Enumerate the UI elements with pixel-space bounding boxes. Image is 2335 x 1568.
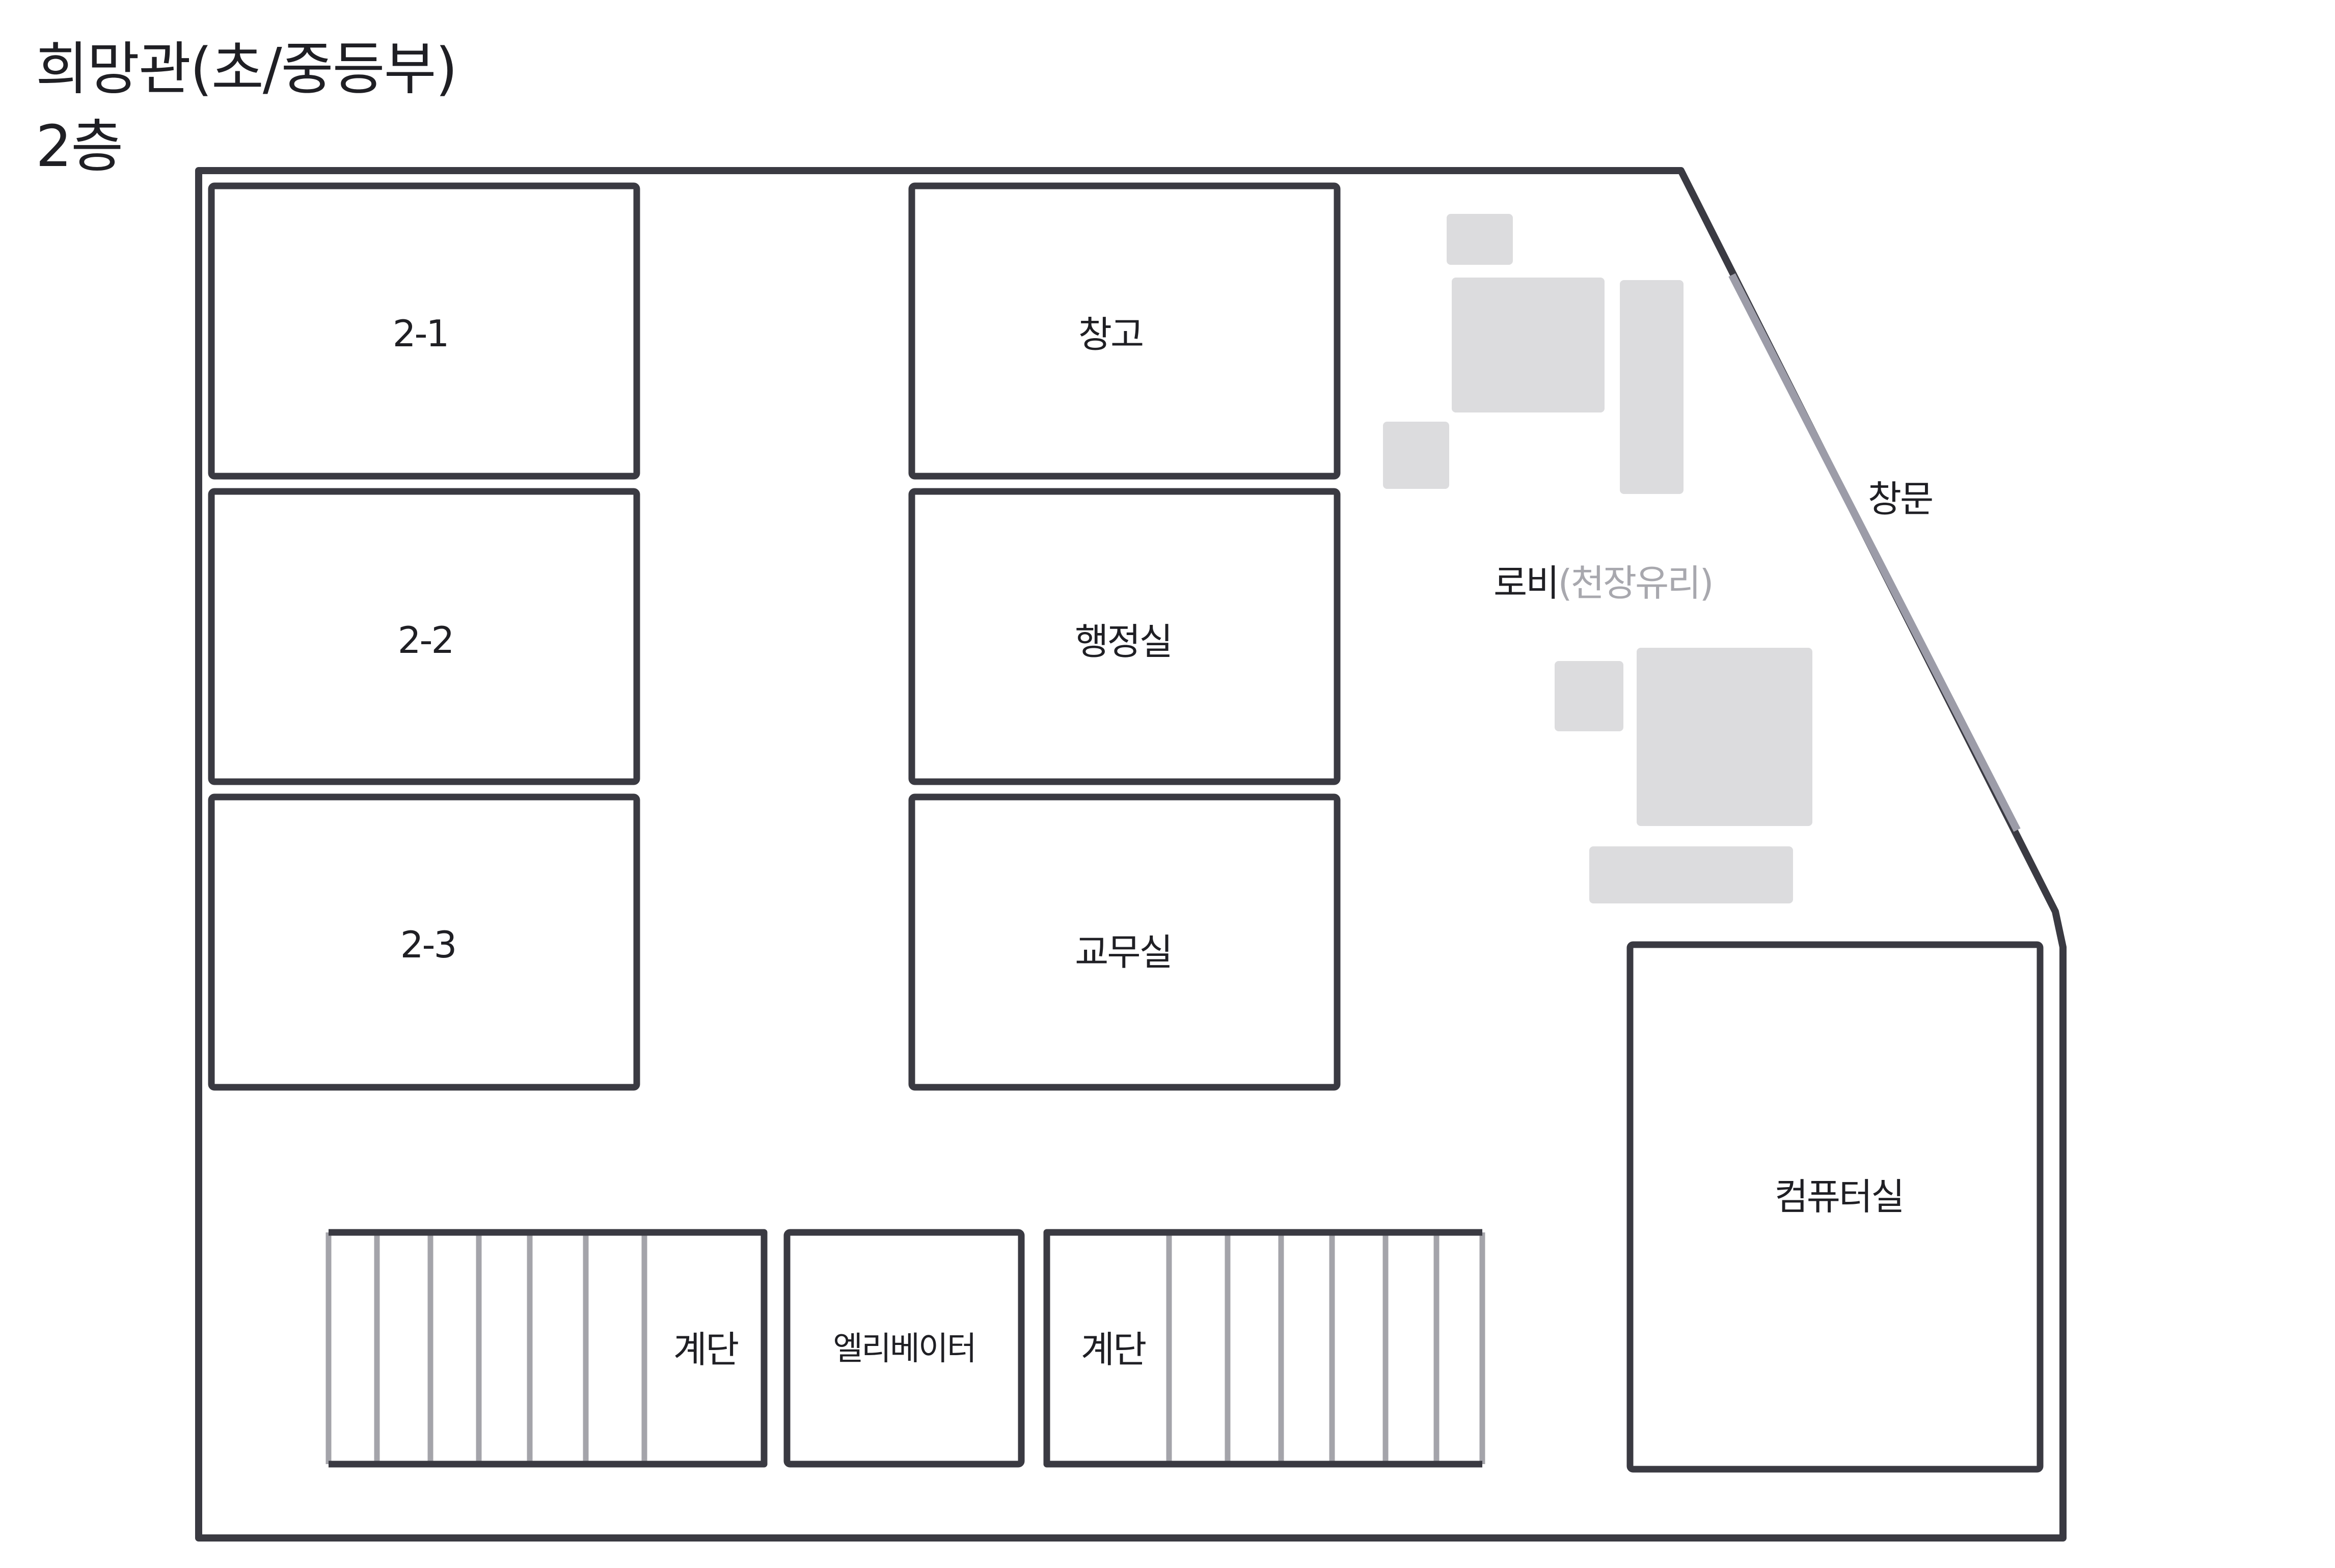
building-name: 희망관(초/중등부) bbox=[36, 36, 457, 102]
room-admin-office[interactable]: 행정실 bbox=[908, 488, 1341, 785]
floor-label: 2층 bbox=[36, 114, 123, 180]
window-segment bbox=[1728, 273, 2021, 832]
room-2-1-label: 2-1 bbox=[393, 312, 448, 355]
window-label: 창문 bbox=[1868, 478, 1932, 520]
room-teachers-office-label: 교무실 bbox=[1075, 931, 1172, 974]
stairs-right[interactable]: 계단 bbox=[1043, 1229, 1485, 1468]
room-2-3[interactable]: 2-3 bbox=[208, 793, 640, 1091]
room-2-2[interactable]: 2-2 bbox=[208, 488, 640, 785]
room-2-2-label: 2-2 bbox=[398, 619, 453, 662]
outer-wall bbox=[195, 167, 2067, 1542]
room-teachers-office[interactable]: 교무실 bbox=[908, 793, 1341, 1091]
lobby-label: 로비(천장유리) bbox=[1494, 562, 1713, 604]
room-computer-room[interactable]: 컴퓨터실 bbox=[1626, 941, 2044, 1473]
room-computer-room-label: 컴퓨터실 bbox=[1775, 1175, 1904, 1218]
stairs-left-treads bbox=[325, 1232, 647, 1464]
room-storage-label: 창고 bbox=[1078, 313, 1143, 356]
elevator[interactable]: 엘리베이터 bbox=[783, 1229, 1025, 1468]
elevator-label: 엘리베이터 bbox=[833, 1330, 975, 1368]
lobby-ceiling-note: (천장유리) bbox=[1558, 562, 1712, 604]
stairs-left-label: 계단 bbox=[673, 1328, 738, 1371]
room-admin-office-label: 행정실 bbox=[1075, 620, 1172, 663]
stairs-right-label: 계단 bbox=[1081, 1328, 1146, 1371]
stairs-right-treads bbox=[1166, 1232, 1485, 1464]
lobby-furniture bbox=[1383, 214, 1812, 903]
room-2-1[interactable]: 2-1 bbox=[208, 182, 640, 480]
room-2-3-label: 2-3 bbox=[400, 923, 456, 966]
title-block: 희망관(초/중등부) 2층 bbox=[36, 31, 457, 185]
room-storage[interactable]: 창고 bbox=[908, 182, 1341, 480]
stairs-left[interactable]: 계단 bbox=[325, 1229, 768, 1468]
lobby-name: 로비 bbox=[1494, 562, 1558, 604]
